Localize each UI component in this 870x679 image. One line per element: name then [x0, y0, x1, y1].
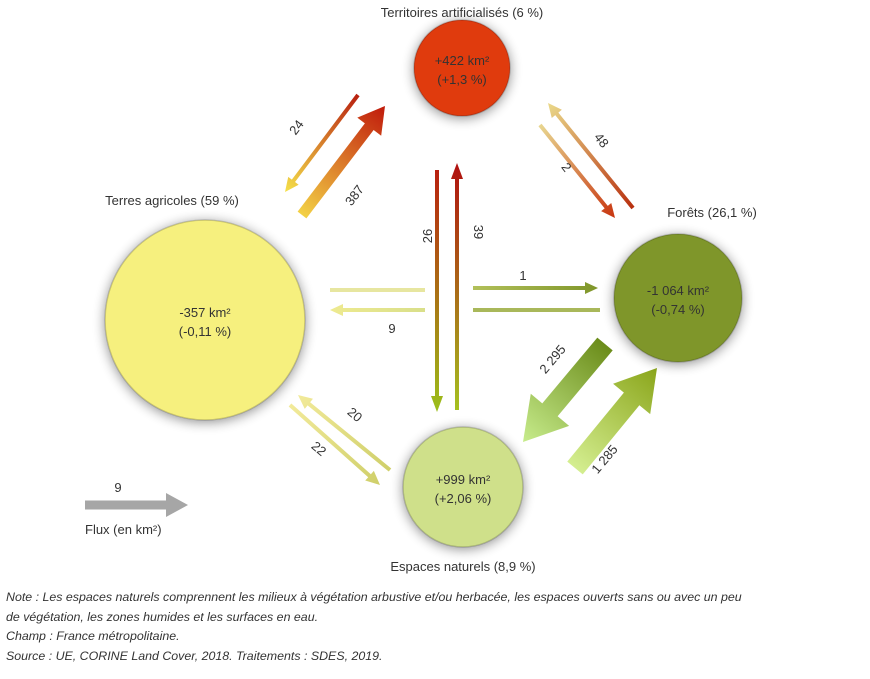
node-pct-agricole: (-0,11 %)	[179, 324, 232, 339]
flow-arrow-naturels-to-agricole	[298, 395, 392, 472]
node-pct-forets: (-0,74 %)	[651, 302, 704, 317]
flow-arrow-artificial-to-forets	[538, 123, 615, 218]
note-line-1: Note : Les espaces naturels comprennent …	[6, 590, 742, 604]
node-pct-naturels: (+2,06 %)	[435, 491, 492, 506]
source-line: Source : UE, CORINE Land Cover, 2018. Tr…	[6, 648, 383, 663]
flow-arrow-naturels-to-agricole-value: 20	[345, 404, 366, 425]
flow-arrow-naturels-to-artificial	[451, 163, 463, 410]
flow-arrow-forets-to-artificial-value: 48	[591, 130, 612, 151]
flow-arrow-forets-to-artificial	[548, 103, 635, 210]
flow-arrow-artificial-to-naturels-value: 26	[420, 229, 435, 243]
flow-arrow-naturels-to-forets	[567, 368, 657, 475]
legend-arrow-value: 9	[114, 480, 121, 495]
node-label-forets: Forêts (26,1 %)	[667, 205, 757, 220]
flow-arrow-agricole-to-forets	[473, 282, 598, 294]
node-change-naturels: +999 km²	[436, 472, 491, 487]
flow-arrow-artificial-to-agricole	[285, 93, 360, 192]
node-change-forets: -1 064 km²	[647, 283, 710, 298]
land-use-flow-diagram: Territoires artificialisés (6 %) +422 km²…	[85, 5, 757, 574]
flow-arrow-artificial-to-agricole-value: 24	[286, 117, 307, 138]
node-circle-agricole	[104, 219, 306, 421]
flow-arrow-forets-to-agricole	[330, 304, 425, 316]
node-circle-naturels	[402, 426, 524, 548]
flow-arrow-naturels-to-artificial-value: 39	[471, 225, 486, 239]
node-change-artificial: +422 km²	[435, 53, 490, 68]
flow-arrow-agricole-to-naturels	[288, 403, 380, 485]
node-change-agricole: -357 km²	[179, 305, 231, 320]
flow-arrow-forets-to-naturels	[523, 337, 613, 442]
flow-arrow-agricole-to-naturels-value: 22	[309, 438, 330, 459]
legend-label: Flux (en km²)	[85, 522, 162, 537]
flow-arrow-agricole-to-artificial-value: 387	[342, 182, 367, 208]
flow-arrow-agricole-to-artificial	[297, 106, 385, 219]
node-label-artificial: Territoires artificialisés (6 %)	[381, 5, 544, 20]
notes: Note : Les espaces naturels comprennent …	[6, 588, 742, 666]
flow-arrow-forets-to-agricole-value: 9	[388, 321, 395, 336]
node-circle-forets	[613, 233, 743, 363]
node-circle-artificial	[413, 19, 511, 117]
note-line-2: de végétation, les zones humides et les …	[6, 609, 319, 624]
flow-arrow-forets-to-naturels-value: 2 295	[536, 342, 568, 377]
flow-arrow-artificial-to-naturels	[431, 170, 443, 412]
flow-arrow-agricole-to-forets-value: 1	[519, 268, 526, 283]
node-label-agricole: Terres agricoles (59 %)	[105, 193, 239, 208]
legend-arrow	[85, 493, 188, 517]
node-pct-artificial: (+1,3 %)	[437, 72, 487, 87]
node-label-naturels: Espaces naturels (8,9 %)	[390, 559, 535, 574]
champ-line: Champ : France métropolitaine.	[6, 629, 180, 643]
flow-arrow-artificial-to-forets-value: 2	[558, 160, 574, 175]
